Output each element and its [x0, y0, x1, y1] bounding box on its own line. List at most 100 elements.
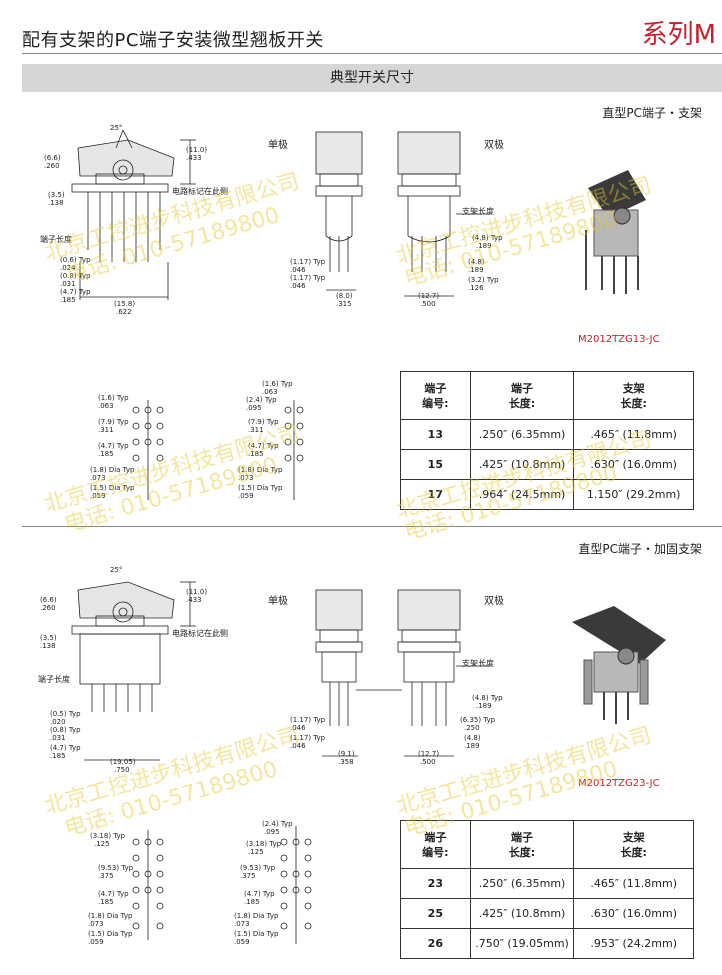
dim-label: .024: [60, 264, 76, 272]
dim-label: .046: [290, 266, 306, 274]
dim-label: (2.4) Typ: [246, 396, 277, 404]
dim-label: .185: [244, 898, 260, 906]
section-banner: 典型开关尺寸: [22, 64, 722, 92]
dim-label: .046: [290, 282, 306, 290]
section2-side-view: [71, 581, 196, 761]
dim-label: .059: [234, 938, 250, 946]
dim-label: (19.05): [110, 758, 136, 766]
dim-label: .185: [98, 898, 114, 906]
terminal-length-cell: .425″ (10.8mm): [469, 898, 575, 929]
dim-label: .063: [98, 402, 114, 410]
terminal-length-cell: .250″ (6.35mm): [469, 868, 575, 899]
dim-label: (4.7) Typ: [248, 442, 279, 450]
dim-label: (1.8) Dia Typ: [238, 466, 283, 474]
dim-label: .126: [468, 284, 484, 292]
dim-label: (9.1): [338, 750, 355, 758]
dim-label: (1.17) Typ: [290, 734, 326, 742]
dim-label: (4.8): [468, 258, 485, 266]
dim-label: (1.5) Dia Typ: [234, 930, 279, 938]
section-divider: [22, 526, 722, 527]
header-terminal-code: 端子 编号:: [400, 820, 471, 869]
dim-label: .750: [114, 766, 130, 774]
dim-label: .046: [290, 742, 306, 750]
section2-hole-pattern-single: [132, 830, 164, 940]
dim-label: (1.17) Typ: [290, 716, 326, 724]
dim-label: (12.7): [418, 292, 439, 300]
section1-product-photo: [585, 170, 646, 294]
double-pole-label: 双极: [484, 138, 504, 151]
header-terminal-length: 端子 长度:: [469, 371, 575, 420]
dim-label: (1.6) Typ: [98, 394, 129, 402]
dim-label: (1.5) Dia Typ: [238, 484, 283, 492]
dim-label: (11.0): [186, 146, 207, 154]
dim-label: (9.53) Typ: [240, 864, 276, 872]
dim-label: .500: [420, 758, 436, 766]
dim-label: .311: [248, 426, 264, 434]
table-row: 25 .425″ (10.8mm) .630″ (16.0mm): [400, 898, 694, 929]
dim-label: (1.8) Dia Typ: [88, 912, 133, 920]
terminal-length-cell: .425″ (10.8mm): [469, 449, 575, 480]
dim-label: (1.6) Typ: [262, 380, 293, 388]
dim-label: .189: [468, 266, 484, 274]
angle-label: 25°: [110, 124, 122, 132]
bracket-length-cell: .953″ (24.2mm): [573, 928, 694, 959]
dim-label: .031: [60, 280, 76, 288]
section1-hole-pattern-single: [132, 400, 164, 500]
dim-label: (3.18) Typ: [90, 832, 126, 840]
dim-label: .250: [464, 724, 480, 732]
header-terminal-code: 端子 编号:: [400, 371, 471, 420]
dim-label: .059: [88, 938, 104, 946]
dim-label: (4.8) Typ: [472, 234, 503, 242]
dim-label: .315: [336, 300, 352, 308]
dim-label: .138: [48, 199, 64, 207]
dim-label: (6.6): [40, 596, 57, 604]
section2-single-pole-view: [315, 589, 402, 757]
table-row: 23 .250″ (6.35mm) .465″ (11.8mm): [400, 868, 694, 899]
dim-label: .073: [90, 474, 106, 482]
dim-label: (0.5) Typ: [50, 710, 81, 718]
terminal-code-cell: 23: [400, 868, 471, 899]
series-label: 系列M: [641, 20, 716, 50]
dim-label: (3.2) Typ: [468, 276, 499, 284]
header-terminal-length: 端子 长度:: [469, 820, 575, 869]
dim-label: .073: [88, 920, 104, 928]
dim-label: .433: [186, 154, 202, 162]
terminal-code-cell: 15: [400, 449, 471, 480]
dim-label: .095: [264, 828, 280, 836]
dim-label: (9.53) Typ: [98, 864, 134, 872]
dim-label: .260: [44, 162, 60, 170]
dim-label: .125: [248, 848, 264, 856]
section1-side-view: [71, 129, 196, 300]
table-row: 15 .425″ (10.8mm) .630″ (16.0mm): [400, 449, 694, 480]
dim-label: (4.8): [464, 734, 481, 742]
dim-label: .260: [40, 604, 56, 612]
dim-label: .138: [40, 642, 56, 650]
bracket-length-cell: .465″ (11.8mm): [573, 868, 694, 899]
section1-subtitle: 直型PC端子・支架: [602, 106, 702, 120]
dim-label: (3.5): [40, 634, 57, 642]
dim-label: (1.17) Typ: [290, 258, 326, 266]
dim-label: .185: [50, 752, 66, 760]
section2-double-pole-view: [397, 589, 490, 757]
bracket-length-cell: 1.150″ (29.2mm): [573, 479, 694, 510]
table-row: 17 .964″ (24.5mm) 1.150″ (29.2mm): [400, 479, 694, 510]
dim-label: .311: [98, 426, 114, 434]
dim-label: .185: [98, 450, 114, 458]
dim-label: (3.18) Typ: [246, 840, 282, 848]
dim-label: (4.8) Typ: [472, 694, 503, 702]
dim-label: (7.9) Typ: [248, 418, 279, 426]
section1-double-pole-view: [397, 131, 490, 297]
dim-label: .073: [238, 474, 254, 482]
dim-label: .189: [476, 242, 492, 250]
section1-hole-pattern-double: [284, 400, 304, 500]
dim-label: .125: [94, 840, 110, 848]
header-bracket-length: 支架 长度:: [573, 371, 694, 420]
dim-label: (1.5) Dia Typ: [90, 484, 135, 492]
terminal-length-cell: .750″ (19.05mm): [469, 928, 575, 959]
part-number: M2012TZG23-JC: [578, 778, 660, 789]
dim-label: .095: [246, 404, 262, 412]
angle-label: 25°: [110, 566, 122, 574]
dim-label: (4.7) Typ: [244, 890, 275, 898]
terminal-code-cell: 26: [400, 928, 471, 959]
dim-label: (6.6): [44, 154, 61, 162]
